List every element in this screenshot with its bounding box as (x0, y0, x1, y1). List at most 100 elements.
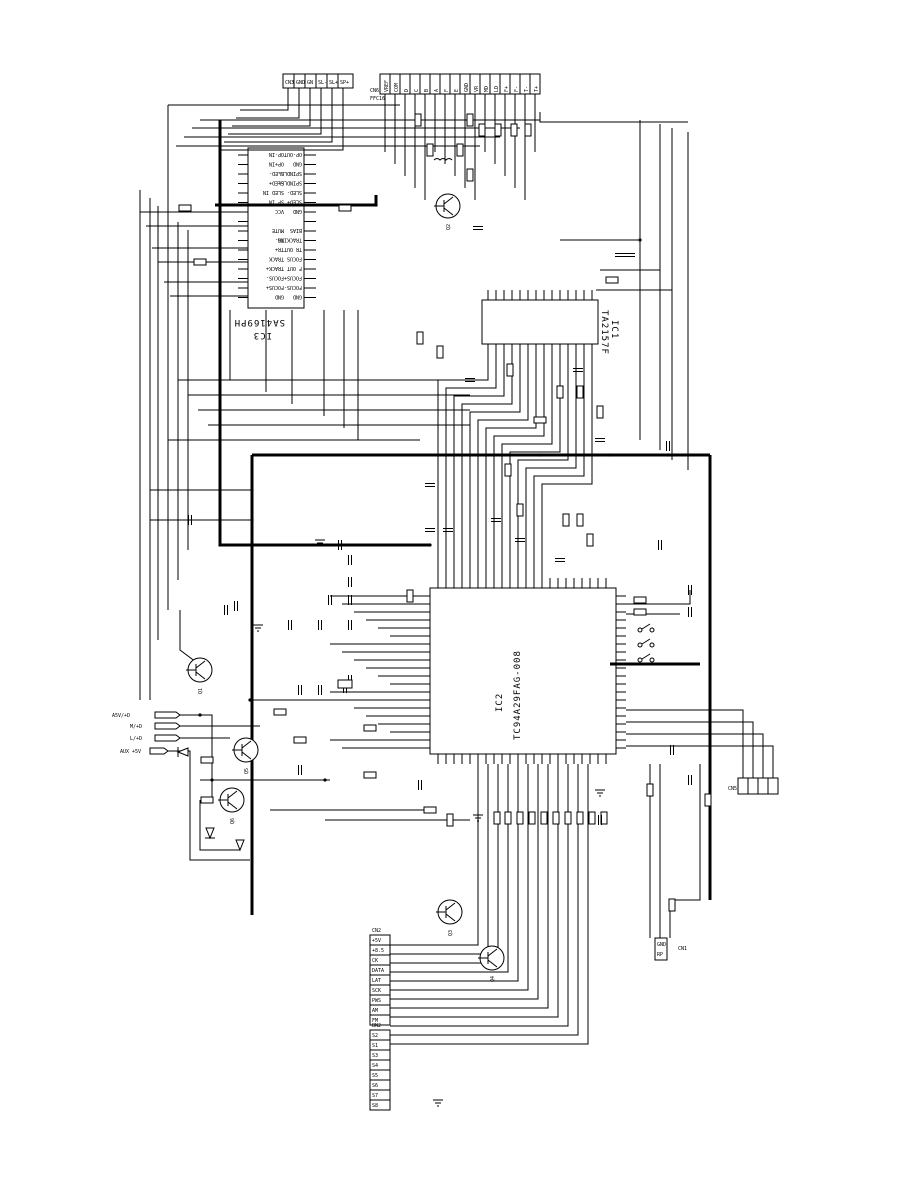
cn3-pin-3: SL+ (329, 80, 338, 86)
ic3-pin-right: SLED- (287, 189, 302, 195)
switch-contact (649, 657, 655, 663)
cn6-pin-label: VREF (384, 80, 390, 92)
resistor (406, 589, 414, 603)
wire-segment (390, 764, 529, 991)
ic3-pin-left: GND (275, 294, 284, 300)
ic3-pin-right: BIAS (290, 227, 302, 233)
junction-dot (250, 488, 254, 492)
resistor (516, 811, 524, 825)
resistor (506, 363, 514, 377)
wire-segment (390, 764, 569, 1027)
wire-segment (445, 354, 497, 578)
resistor (416, 331, 424, 345)
cn1-label: CN1 (678, 946, 687, 952)
resistor (466, 113, 474, 127)
wire-segment (224, 88, 333, 143)
resistor (200, 756, 214, 764)
ic3-pin-right: TR OUT (284, 246, 302, 252)
wire-segment (228, 88, 322, 135)
cn2a-pin-label: SCK (372, 988, 381, 994)
resistor (576, 513, 584, 527)
wire-segment (232, 88, 311, 127)
ic3-pin-right: FOCUS (287, 256, 302, 262)
ic3-pin-right: FOCUS- (284, 284, 302, 290)
junction-dot (210, 778, 214, 782)
tag-l: L/+D (130, 736, 142, 742)
transistor-emitter (227, 801, 238, 810)
cn2a-pin-label: DATA (372, 968, 384, 974)
cn2a-pin-label: +5V (372, 938, 381, 944)
wire-segment (541, 354, 593, 578)
resistor (293, 736, 307, 744)
resistor (540, 811, 548, 825)
junction-dot (468, 453, 472, 457)
switch-contact (637, 627, 643, 633)
wire-segment (517, 354, 569, 578)
tag-m: M/+D (130, 724, 142, 730)
resistor (200, 796, 214, 804)
resistor (564, 811, 572, 825)
cn6-pin-label: D (404, 89, 410, 92)
wire-segment (390, 764, 539, 1000)
cn3-pin-6: GND (296, 80, 305, 86)
wire-segment (236, 88, 300, 119)
ic3-pin-right: GND (293, 208, 302, 214)
resistor (426, 143, 434, 157)
ic3-part: SA4169PH (234, 317, 285, 327)
ic3-pin-left: MUTE (272, 227, 284, 233)
ic2-dsp: IC2 TC94A29FAG-008 (429, 587, 617, 755)
junction-dot (250, 518, 254, 522)
connector-cn5: CN5 (728, 777, 779, 795)
wire-segment (626, 590, 691, 605)
wire-segment (626, 721, 754, 778)
transistor-label: Q2 (446, 224, 452, 230)
wire-segment (390, 764, 589, 1045)
resistor (363, 771, 377, 779)
transistor-label: Q1 (198, 688, 204, 694)
ic3-pin-left: VCC (275, 208, 284, 214)
wire-segment (626, 733, 764, 778)
resistor (193, 258, 207, 266)
cn3-label: CN3 (285, 80, 294, 86)
cn5-label: CN5 (728, 786, 737, 792)
cn6-sub: FFC16 (370, 96, 385, 102)
transistor-collector (195, 660, 206, 669)
cn2a-pin-label: AM (372, 1008, 378, 1014)
wire-segment (485, 354, 537, 578)
resistor (446, 813, 454, 827)
wire-segment (525, 354, 577, 578)
connector-cn1: CN1 GND RP (654, 937, 687, 961)
resistor (504, 811, 512, 825)
ic3-pin-left: SLED IN (263, 189, 284, 195)
ic3-pin-right: FOCUS+ (284, 275, 302, 281)
resistor (510, 123, 518, 137)
cn1-pin-1: GND (657, 942, 666, 948)
cn2b-pin-label: S5 (372, 1073, 378, 1079)
cn6-pin-label: MD (484, 86, 490, 92)
junction-dot (666, 453, 670, 457)
ic3-pin-right: OP-OUT (284, 151, 302, 157)
cn2a-pin-label: PWS (372, 998, 381, 1004)
ic2-part: TC94A29FAG-008 (513, 650, 523, 740)
cn2a-pin-label: FM (372, 1018, 378, 1024)
resistor (605, 276, 619, 284)
ic3-pin-left: FOCUS- (266, 275, 284, 281)
diode (205, 827, 215, 840)
resistor (466, 168, 474, 182)
resistor (478, 123, 486, 137)
junction-dot (538, 453, 542, 457)
switch-contact (649, 627, 655, 633)
ic1-ref: IC1 (609, 320, 619, 339)
resistor (504, 463, 512, 477)
resistor (586, 533, 594, 547)
wire-segment (477, 354, 529, 578)
cn2b-pin-label: S6 (372, 1083, 378, 1089)
wire-segment (390, 764, 479, 946)
wire-segment (199, 800, 240, 851)
wire-segment (390, 764, 509, 973)
resistor (273, 708, 287, 716)
ic3-pin-right: SPINDLE+ (278, 180, 302, 186)
wire-segment (669, 880, 701, 938)
ic3-pin-right: SLED+ (287, 199, 302, 205)
